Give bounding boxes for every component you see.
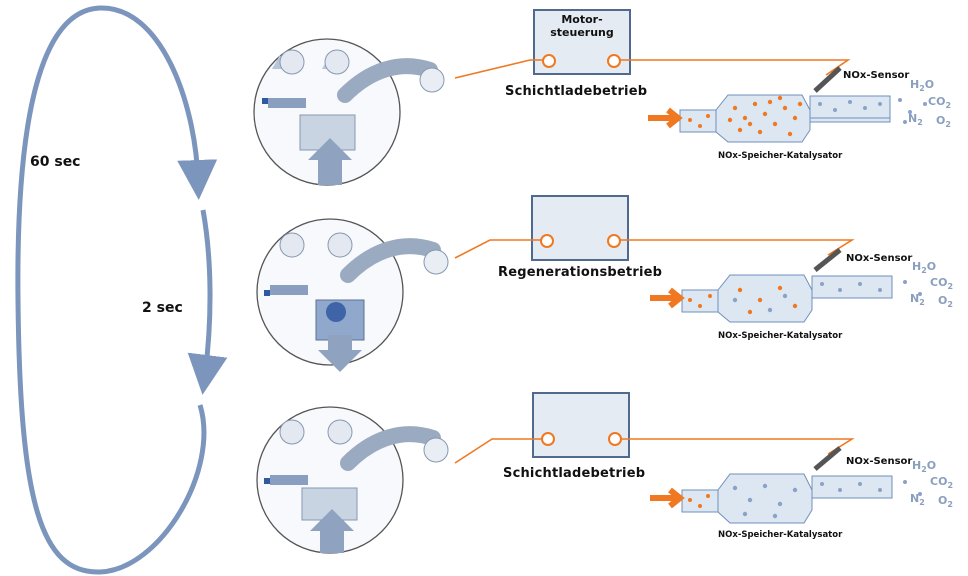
sensor-label-2: NOx-Sensor xyxy=(846,253,913,264)
gas-n-text: N xyxy=(908,112,918,125)
engine-illustrations xyxy=(253,38,449,554)
wire-sensor-3 xyxy=(621,438,855,455)
mode-label-1: Schichtladebetrieb xyxy=(505,84,648,99)
cycle-time-short: 2 sec xyxy=(142,300,183,316)
ecu-box-2 xyxy=(531,195,629,261)
gas-o2-text: O xyxy=(936,114,946,127)
catalyst-label-3: NOx-Speicher-Katalysator xyxy=(718,530,843,540)
gas-o2-sub: 2 xyxy=(947,300,953,310)
gas-n-text: N xyxy=(910,492,920,505)
gas-o-text: O xyxy=(926,260,937,273)
mode-label-2: Regenerationsbetrieb xyxy=(498,265,663,280)
engine-circle-3 xyxy=(256,406,449,554)
control-units xyxy=(531,9,631,458)
gas-o2-3: O2 xyxy=(938,494,953,509)
engine-circle-2 xyxy=(256,218,449,372)
gas-c-text: CO xyxy=(930,475,948,488)
gas-c-text: CO xyxy=(928,95,946,108)
gas-h-text: H xyxy=(910,78,920,91)
sensor-label-3: NOx-Sensor xyxy=(846,456,913,467)
gas-o2-text: O xyxy=(938,294,948,307)
gas-h-text: H xyxy=(912,260,922,273)
gas-co2-2: CO2 xyxy=(930,276,953,291)
gas-n2-3: N2 xyxy=(910,492,925,507)
gas-o2-1: O2 xyxy=(936,114,951,129)
cycle-arrow-short xyxy=(187,209,228,395)
mode-label-3: Schichtladebetrieb xyxy=(503,466,646,481)
ecu-box-3 xyxy=(532,392,630,458)
ecu-label-line2: steuerung xyxy=(550,26,614,39)
gas-n2-2: N2 xyxy=(910,292,925,307)
gas-o-text: O xyxy=(924,78,935,91)
gas-co2-3: CO2 xyxy=(930,475,953,490)
gas-n-sub: 2 xyxy=(919,498,925,508)
cycle-time-long: 60 sec xyxy=(30,154,81,170)
wire-engine-3 xyxy=(454,438,542,464)
gas-c-sub: 2 xyxy=(945,101,952,111)
ecu-label: Motor- steuerung xyxy=(537,13,627,39)
catalysts xyxy=(648,66,927,524)
gas-o2-sub: 2 xyxy=(947,500,953,510)
catalyst-label-2: NOx-Speicher-Katalysator xyxy=(718,331,843,341)
gas-n-sub: 2 xyxy=(919,298,925,308)
gas-c-text: CO xyxy=(930,276,948,289)
gas-o2-sub: 2 xyxy=(945,120,951,130)
sensor-label-1: NOx-Sensor xyxy=(843,70,910,81)
gas-n2-1: N2 xyxy=(908,112,923,127)
ecu-box-1 xyxy=(533,9,631,75)
cycle-arrow-long xyxy=(15,5,218,575)
gas-c-sub: 2 xyxy=(947,282,954,292)
wire-engine-1 xyxy=(454,59,543,79)
gas-h2-1: H2O xyxy=(910,78,934,93)
gas-o2-2: O2 xyxy=(938,294,953,309)
gas-h2-2: H2O xyxy=(912,260,936,275)
gas-h-sub: 2 xyxy=(921,465,927,475)
catalyst-2 xyxy=(650,248,922,323)
engine-circle-1 xyxy=(253,38,445,186)
cycle-arrows xyxy=(15,5,228,575)
gas-n-sub: 2 xyxy=(917,118,923,128)
gas-h-sub: 2 xyxy=(921,266,927,276)
gas-h-text: H xyxy=(912,459,922,472)
catalyst-3 xyxy=(650,446,922,524)
gas-h-sub: 2 xyxy=(919,84,925,94)
wire-sensor-2 xyxy=(620,239,855,256)
gas-n-text: N xyxy=(910,292,920,305)
gas-c-sub: 2 xyxy=(947,481,954,491)
ecu-label-line1: Motor- xyxy=(561,13,603,26)
catalyst-1 xyxy=(648,66,927,143)
gas-co2-1: CO2 xyxy=(928,95,951,110)
gas-h2-3: H2O xyxy=(912,459,936,474)
wire-engine-2 xyxy=(454,239,541,259)
gas-o2-text: O xyxy=(938,494,948,507)
catalyst-label-1: NOx-Speicher-Katalysator xyxy=(718,151,843,161)
wire-sensor-1 xyxy=(620,59,851,76)
gas-o-text: O xyxy=(926,459,937,472)
